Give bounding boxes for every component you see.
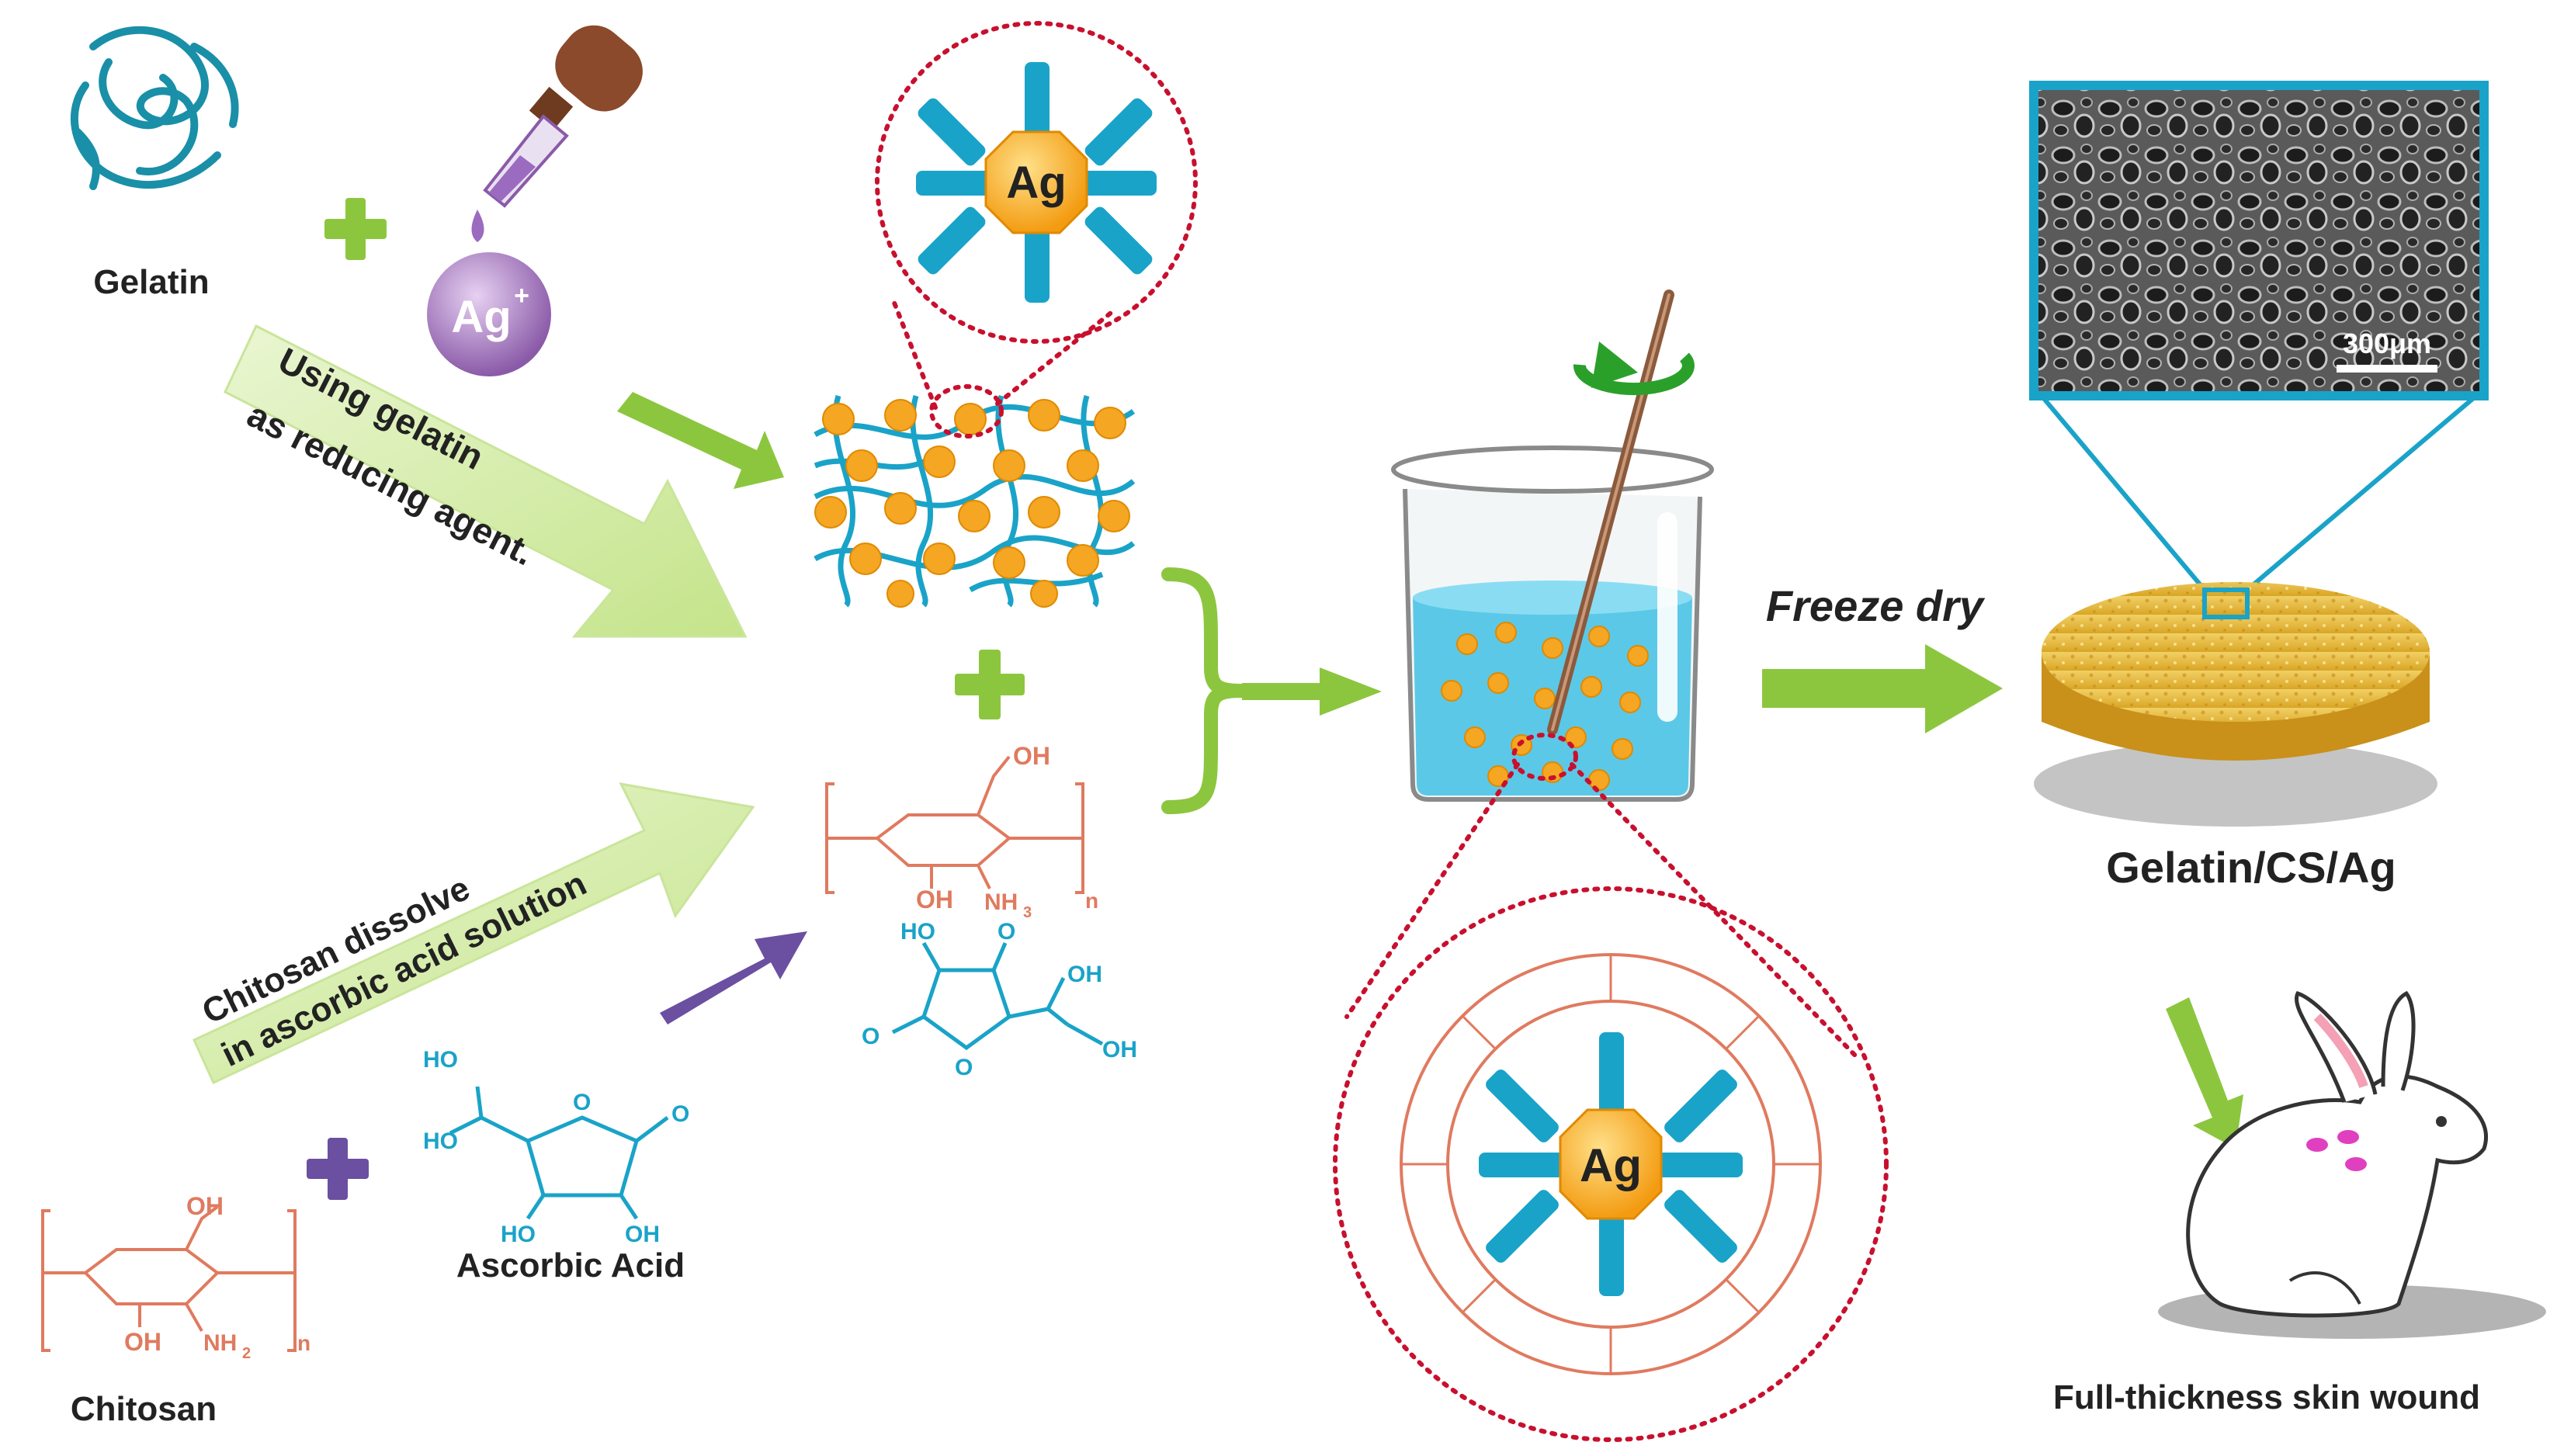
- wound-label: Full-thickness skin wound: [2053, 1378, 2480, 1416]
- svg-text:OH: OH: [625, 1222, 660, 1247]
- green-arrow-3: [1762, 644, 2003, 733]
- svg-text:HO: HO: [423, 1047, 458, 1073]
- scale-bar-label: 300μm: [2343, 328, 2431, 359]
- dropper-icon: [471, 25, 643, 242]
- svg-text:HO: HO: [900, 919, 935, 945]
- gelatin-label: Gelatin: [93, 263, 209, 301]
- svg-text:OH: OH: [186, 1192, 224, 1220]
- svg-text:OH: OH: [1013, 742, 1050, 770]
- chitosan-dissolve-arrow: Chitosan dissolve in ascorbic acid solut…: [193, 782, 755, 1085]
- svg-text:HO: HO: [501, 1222, 536, 1247]
- chitosan-ring: [1400, 953, 1822, 1375]
- ag-nanoparticle-top: Ag: [916, 62, 1157, 303]
- svg-text:Ag: Ag: [1006, 158, 1066, 208]
- sem-image: 300μm: [2029, 81, 2489, 400]
- svg-text:OH: OH: [1067, 962, 1102, 987]
- svg-text:+: +: [514, 281, 529, 310]
- zoom-callout-top: [875, 21, 1198, 439]
- svg-text:O: O: [862, 1024, 879, 1049]
- svg-text:Ag: Ag: [1580, 1139, 1642, 1191]
- svg-text:n: n: [297, 1331, 311, 1355]
- scaffold-disc: [2034, 582, 2437, 827]
- purple-arrow: [660, 931, 807, 1024]
- rabbit-icon: [2158, 990, 2546, 1339]
- svg-text:3: 3: [1023, 904, 1032, 921]
- chitosan-structure: OH OH NH 2 n: [41, 1192, 311, 1362]
- plus-icon-2: [955, 650, 1025, 719]
- svg-text:OH: OH: [1102, 1037, 1137, 1063]
- svg-text:2: 2: [242, 1345, 251, 1362]
- chitosan-label: Chitosan: [71, 1390, 217, 1428]
- green-arrow-4: [2166, 997, 2243, 1149]
- svg-text:n: n: [1085, 889, 1098, 913]
- plus-icon-3: [307, 1138, 369, 1200]
- green-arrow-2: [1242, 667, 1382, 716]
- svg-text:O: O: [997, 919, 1015, 945]
- ag-nanoparticle-bottom: Ag: [1479, 1032, 1743, 1296]
- svg-text:OH: OH: [916, 886, 953, 913]
- svg-text:O: O: [573, 1090, 591, 1115]
- svg-text:NH: NH: [984, 889, 1018, 915]
- freeze-dry-label: Freeze dry: [1766, 581, 1986, 630]
- gelatin-protein-icon: [70, 26, 239, 190]
- svg-text:O: O: [671, 1101, 689, 1127]
- svg-text:NH: NH: [203, 1330, 237, 1356]
- ag-ion-icon: Ag +: [427, 252, 551, 376]
- beaker-icon: [1391, 289, 1714, 802]
- svg-text:Ag: Ag: [451, 292, 511, 342]
- svg-text:O: O: [955, 1055, 973, 1080]
- plus-icon-1: [324, 198, 387, 260]
- rotate-arrow-icon: [1573, 341, 1695, 396]
- product-label: Gelatin/CS/Ag: [2106, 843, 2396, 892]
- combine-brace: [1161, 567, 1243, 814]
- svg-text:OH: OH: [124, 1328, 161, 1356]
- chitosan-ascorbate-structure: OH OH NH 3 n HO O O O OH OH: [825, 742, 1137, 1080]
- green-arrow-1: [617, 392, 784, 489]
- svg-text:HO: HO: [423, 1128, 458, 1154]
- ascorbic-acid-label: Ascorbic Acid: [456, 1246, 685, 1284]
- gelatin-ag-network: [814, 395, 1136, 608]
- zoom-callout-bottom: [1333, 733, 1889, 1442]
- ascorbic-acid-structure: O O HO HO HO OH: [423, 1047, 689, 1247]
